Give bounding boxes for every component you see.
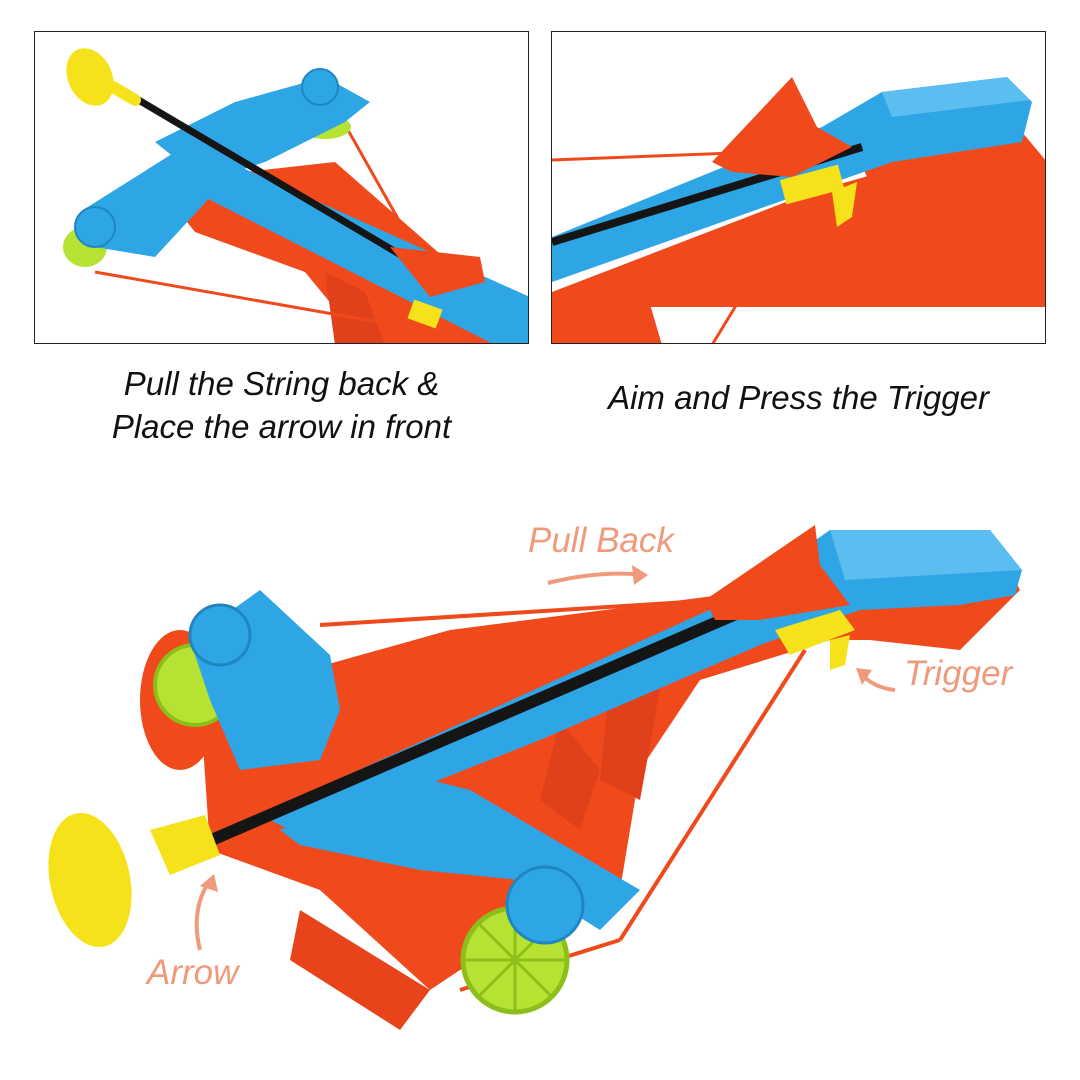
arrow-shaft — [197, 589, 783, 851]
instruction-photo-fire — [551, 31, 1046, 344]
crossbow-main-illustration — [48, 525, 1022, 1030]
caption-load-line-2: Place the arrow in front — [111, 408, 452, 445]
callout-pull-back: Pull Back — [528, 521, 674, 560]
crossbow-load-illustration — [63, 48, 528, 343]
arrow-pointer-icon — [194, 878, 212, 951]
caption-fire-step: Aim and Press the Trigger — [608, 379, 989, 416]
arrow-suction-cup — [48, 812, 132, 948]
caption-load-line-1: Pull the String back & — [123, 365, 440, 402]
pull-back-pointer-icon — [547, 571, 646, 585]
crossbow-fire-illustration — [552, 77, 1045, 343]
callout-arrow: Arrow — [147, 953, 239, 992]
arrow-tip-collar — [150, 815, 220, 875]
callout-trigger: Trigger — [904, 654, 1013, 693]
instruction-photo-load — [34, 31, 529, 344]
arrow-fletching — [705, 525, 850, 620]
trigger — [775, 610, 855, 655]
caption-load-step: Pull the String back & Place the arrow i… — [34, 362, 529, 448]
